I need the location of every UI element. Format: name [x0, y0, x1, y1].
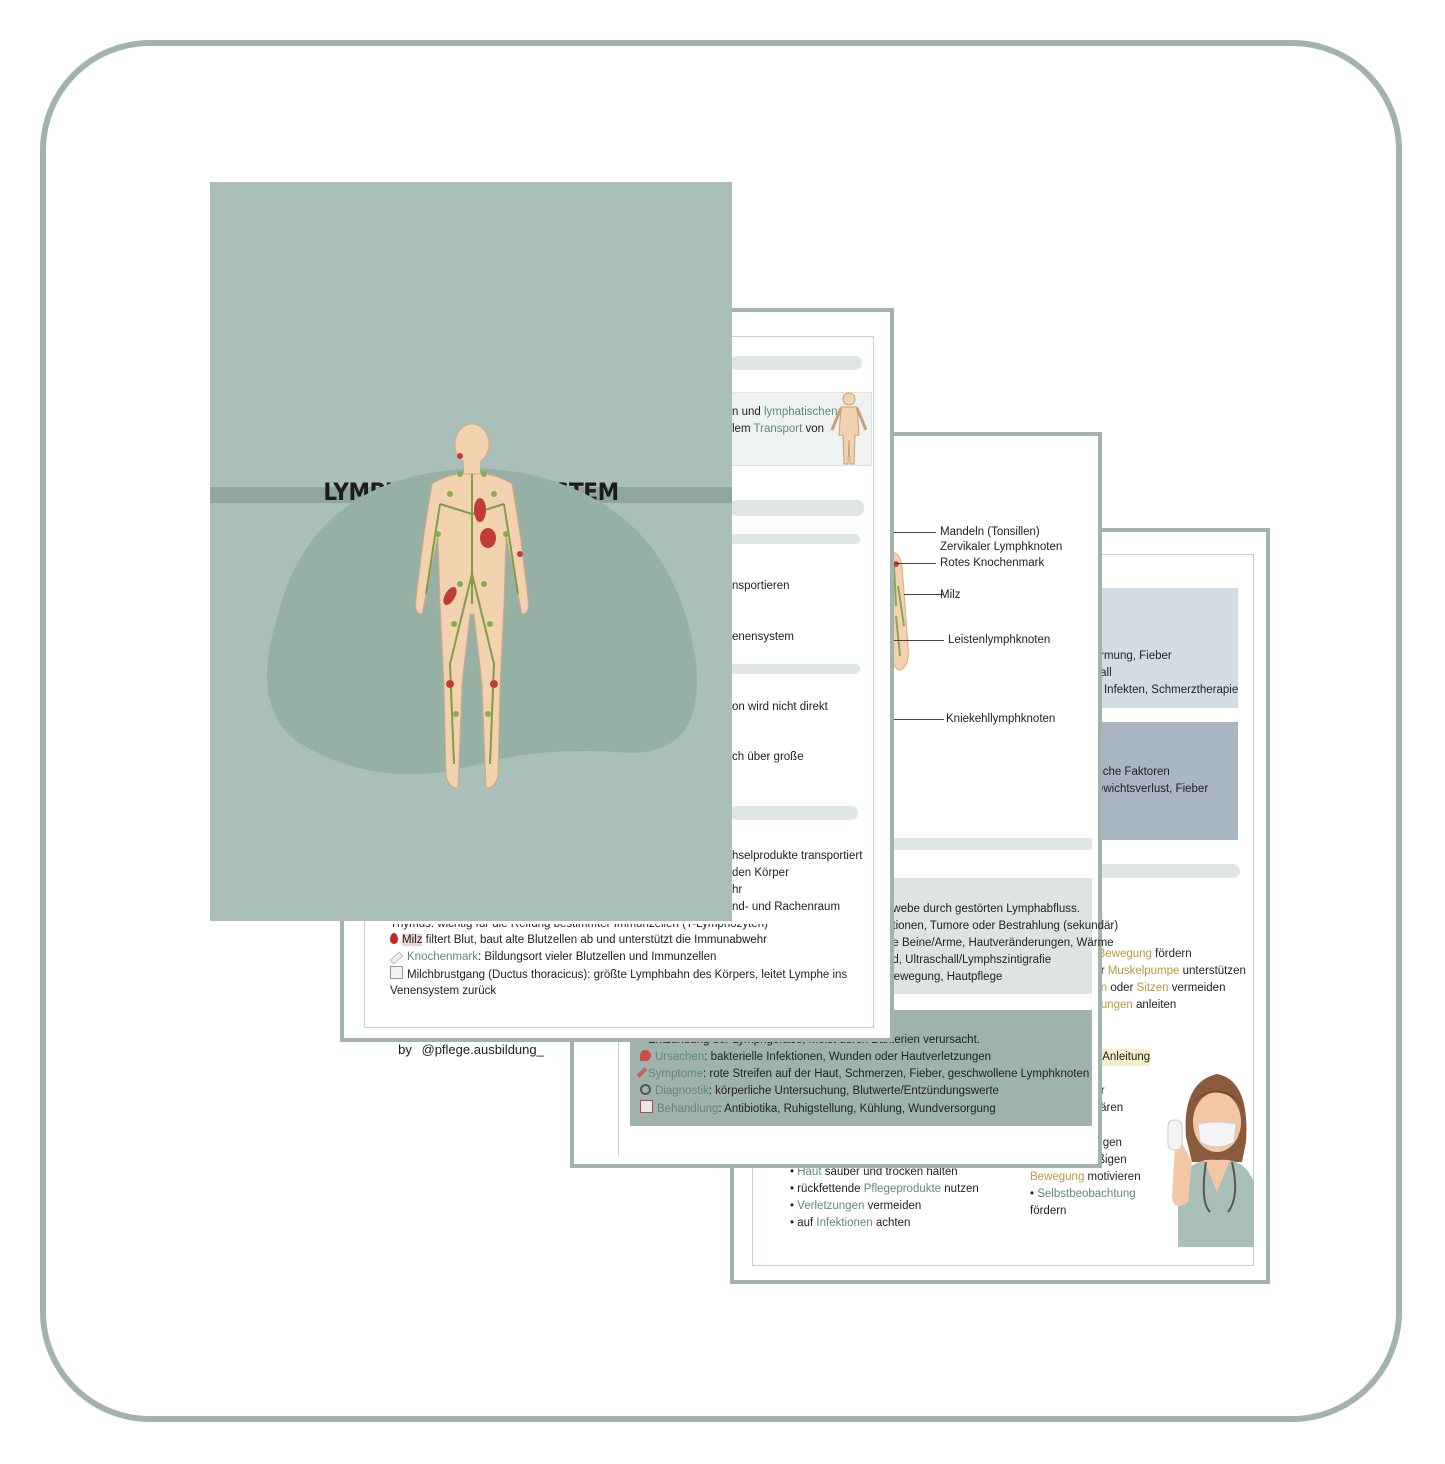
anatomy-label: Rotes Knochenmark	[940, 557, 1045, 569]
label: Milchbrustgang (Ductus thoracicus)	[407, 969, 588, 981]
text: enensystem	[732, 631, 795, 643]
text: nsportieren	[732, 580, 790, 592]
text: : Antibiotika, Ruhigstellung, Kühlung, W…	[718, 1103, 996, 1115]
text: •	[790, 1166, 798, 1178]
text: on wird nicht direkt	[732, 701, 828, 713]
bone-icon	[389, 951, 404, 965]
node-shape	[443, 586, 457, 606]
fork-knife-icon	[390, 966, 403, 979]
cover-page: LYMPHATISCHES SYSTEM GRUNDLAGEN by @pfle…	[210, 182, 732, 1057]
text: Bewegung, Hautpflege	[886, 971, 1003, 983]
highlight: Sitzen	[1136, 982, 1169, 994]
highlight: Bewegung	[1097, 948, 1152, 960]
section-header-bar	[730, 806, 858, 820]
box-text: gische Faktoren	[1088, 766, 1170, 778]
info-box-blue	[1086, 722, 1238, 840]
text: fördern	[1030, 1205, 1067, 1217]
text: ch über große	[732, 751, 804, 763]
section-header-bar	[1086, 864, 1240, 878]
box-text: Gewichtsverlust, Fieber	[1088, 783, 1209, 795]
thymus-shape	[474, 498, 486, 522]
highlight: Infektionen	[816, 1217, 873, 1229]
human-figure-icon	[830, 392, 868, 465]
text: lem	[732, 423, 754, 435]
section-header-bar	[730, 356, 862, 370]
pin-icon	[640, 1050, 651, 1061]
magnifier-icon	[640, 1084, 651, 1095]
text: • rückfettende	[790, 1183, 864, 1195]
text: filtert Blut, baut alte Blutzellen ab un…	[422, 934, 768, 946]
text: : körperliche Untersuchung, Blutwerte/En…	[708, 1085, 999, 1097]
anatomy-label: Mandeln (Tonsillen)	[940, 526, 1040, 538]
highlight: Selbstbeobachtung	[1037, 1188, 1136, 1200]
anatomy-label: Milz	[940, 589, 961, 601]
text: hr	[732, 884, 743, 896]
lymphoedem-box	[888, 878, 1092, 994]
text: • auf	[790, 1217, 817, 1229]
text: von	[802, 423, 825, 435]
text: n und	[732, 406, 764, 418]
text: fördern	[1151, 948, 1192, 960]
text: achten	[872, 1217, 911, 1229]
text: hselprodukte transportiert	[732, 850, 863, 862]
label: Milz	[402, 934, 423, 946]
section-heading: & Anleitung	[1092, 1049, 1151, 1066]
label: Knochenmark	[407, 951, 478, 963]
text: •	[790, 1200, 798, 1212]
highlight: Verletzungen	[797, 1200, 865, 1212]
label: Behandlung	[657, 1103, 719, 1115]
section-header-bar	[730, 534, 860, 544]
text: den Körper	[732, 867, 789, 879]
spleen-shape	[480, 528, 496, 548]
info-box-light-blue	[1086, 588, 1238, 708]
rounded-frame	[40, 40, 1402, 1422]
text: nd- und Rachenraum	[732, 901, 841, 913]
text: : bakterielle Infektionen, Wunden oder H…	[704, 1051, 992, 1063]
blood-drop-icon	[390, 933, 398, 944]
human-body-icon	[415, 424, 529, 789]
text: vermeiden	[864, 1200, 922, 1212]
highlight: lymphatischen	[763, 406, 838, 418]
section-header-bar	[730, 664, 860, 674]
label: Symptome	[648, 1068, 703, 1080]
text: ne Beine/Arme, Hautveränderungen, Wärme	[886, 937, 1114, 949]
highlight: Pflegeprodukte	[863, 1183, 942, 1195]
section-header-bar	[888, 838, 1092, 850]
medicine-icon	[640, 1100, 653, 1113]
text: : rote Streifen auf der Haut, Schmerzen,…	[702, 1068, 1090, 1080]
nurse-illustration	[1167, 1074, 1254, 1247]
box-text: värmung, Fieber	[1088, 650, 1172, 662]
anatomy-label: Kniekehllymphknoten	[946, 713, 1056, 725]
cover-author: by @pflege.ausbildung_	[210, 1042, 732, 1057]
text: Venensystem zurück	[390, 985, 497, 997]
text: Thymus: wichtig für die Reifung bestimmt…	[390, 918, 768, 930]
label: Diagnostik	[655, 1085, 709, 1097]
author-prefix: by	[398, 1042, 412, 1057]
text: ewebe durch gestörten Lymphabfluss.	[886, 903, 1080, 915]
text: oder	[1107, 982, 1137, 994]
box-text: en Infekten, Schmerztherapie	[1088, 684, 1239, 696]
text: anleiten	[1132, 999, 1177, 1011]
text: •	[1030, 1188, 1038, 1200]
highlight: Haut	[797, 1166, 822, 1178]
anatomy-label: Leistenlymphknoten	[948, 634, 1051, 646]
text: sauber und trocken halten	[821, 1166, 958, 1178]
text: ationen, Tumore oder Bestrahlung (sekund…	[886, 920, 1119, 932]
text: nd, Ultraschall/Lymphszintigrafie	[886, 954, 1052, 966]
highlight: Bewegung	[1030, 1171, 1085, 1183]
text: motivieren	[1084, 1171, 1141, 1183]
highlight: Muskelpumpe	[1107, 965, 1180, 977]
text: unterstützen	[1179, 965, 1246, 977]
text: : Bildungsort vieler Blutzellen und Immu…	[477, 951, 717, 963]
text: vermeiden	[1168, 982, 1226, 994]
text: nutzen	[941, 1183, 979, 1195]
author-handle: @pflege.ausbildung_	[421, 1042, 544, 1057]
section-header-bar	[730, 500, 864, 516]
anatomy-label: Zervikaler Lymphknoten	[940, 541, 1063, 553]
highlight: Transport	[753, 423, 803, 435]
label: Ursachen	[655, 1051, 705, 1063]
text: : größte Lymphbahn des Körpers, leitet L…	[587, 969, 848, 981]
